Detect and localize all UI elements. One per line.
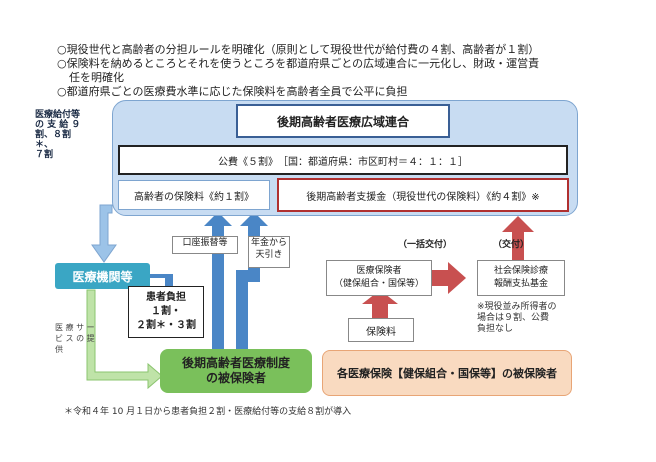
kaku-insured: 各医療保険【健保組合・国保等】の被保険者 <box>322 350 572 396</box>
nenkin-label: 年金から 天引き <box>248 236 290 268</box>
intro-line-2b: 任を明確化 <box>69 71 124 84</box>
intro-line-1: ○現役世代と高齢者の分担ルールを明確化（原則として現役世代が給付費の４割、高齢者… <box>57 43 540 56</box>
service-line-2: ビ ス の 提 <box>55 334 95 343</box>
koki-line-2: の被保険者 <box>205 371 266 385</box>
koza-arrow <box>204 212 232 349</box>
intro-line-2: ○保険料を納めるところとそれを使うところを都道府県ごとの広域連合に一元化し、財政… <box>57 57 540 70</box>
koiki-title: 後期高齢者医療広域連合 <box>236 104 450 138</box>
koki-line-1: 後期高齢者医療制度 <box>181 356 290 370</box>
intro-line-3: ○都道府県ごとの医療費水準に応じた保険料を高齢者全員で公平に負担 <box>57 85 408 98</box>
patient-burden: 患者負担 １割・ ２割＊・３割 <box>128 286 204 338</box>
hokenryo-arrow <box>362 290 398 318</box>
patient-line-1: 患者負担 <box>146 292 186 303</box>
note-line-3: 負担なし <box>477 324 514 334</box>
benefit-line-4: ７割 <box>35 150 54 160</box>
insurer-box: 医療保険者 （健保組合・国保等） <box>326 260 432 296</box>
income-note: ※現役並み所得者の 場合は９割、公費 負担なし <box>477 302 569 335</box>
fund-line-2: 報酬支払基金 <box>493 279 548 289</box>
benefit-line-1: 医療給付等 <box>35 110 81 120</box>
fund-line-1: 社会保険診療 <box>493 266 548 276</box>
note-line-2: 場合は９割、公費 <box>477 313 550 323</box>
ikkatsu-arrow <box>432 262 466 294</box>
intro-text: ○現役世代と高齢者の分担ルールを明確化（原則として現役世代が給付費の４割、高齢者… <box>57 43 617 99</box>
nenkin-line-1: 年金から <box>250 238 287 248</box>
hokenryo-box: 保険料 <box>348 318 414 342</box>
koufu-arrow <box>502 216 534 260</box>
footnote: ＊令和４年 10 月１日から患者負担２割・医療給付等の支給８割が導入 <box>64 407 352 417</box>
benefit-arrow <box>91 204 117 263</box>
insurer-line-2: （健保組合・国保等） <box>333 279 424 289</box>
kouhi-box: 公費《５割》 ［国：都道府県：市区町村＝４：１：１］ <box>118 145 568 175</box>
benefit-label: 医療給付等 の 支 給 ９ 割、８割＊、 ７割 <box>35 110 87 160</box>
premium-box: 高齢者の保険料《約１割》 <box>118 180 270 210</box>
patient-line-2: １割・ <box>151 306 181 317</box>
kouza-label: 口座振替等 <box>172 236 238 254</box>
benefit-line-3: 割、８割＊、 <box>35 130 72 150</box>
insurer-line-1: 医療保険者 <box>356 266 402 276</box>
service-arrow <box>86 289 163 390</box>
koufu-label: （交付） <box>493 240 530 250</box>
service-label: 医 療 サ ー ビ ス の 提 供 <box>55 322 95 355</box>
patient-line-3: ２割＊・３割 <box>136 320 196 331</box>
service-line-3: 供 <box>55 345 63 354</box>
support-box: 後期高齢者支援金（現役世代の保険料）《約４割》※ <box>277 178 569 212</box>
ikkatsu-label: （一括交付） <box>398 240 453 250</box>
fund-box: 社会保険診療 報酬支払基金 <box>477 260 565 296</box>
note-line-1: ※現役並み所得者の <box>477 302 557 312</box>
nenkin-line-2: 天引き <box>255 250 283 260</box>
koki-insured: 後期高齢者医療制度 の被保険者 <box>160 349 312 393</box>
service-line-1: 医 療 サ ー <box>55 323 95 332</box>
nenkin-arrow <box>236 212 268 349</box>
benefit-line-2: の 支 給 ９ <box>35 120 81 130</box>
iryou-kikan: 医療機関等 <box>55 263 150 289</box>
